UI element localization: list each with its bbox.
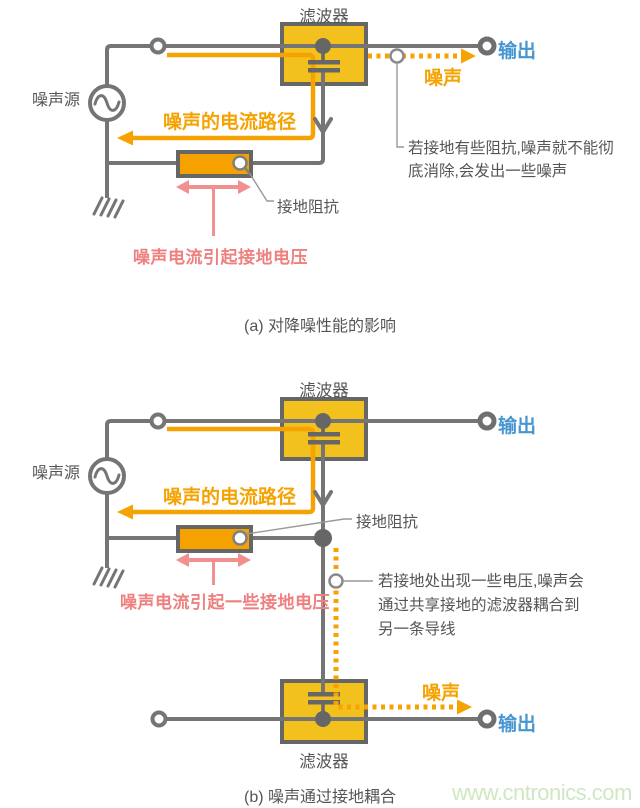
output-terminal-a bbox=[477, 36, 497, 56]
filter-label-b-top: 滤波器 bbox=[299, 382, 349, 400]
sine-wave-icon-b bbox=[93, 467, 121, 485]
capacitor-plate-b3 bbox=[308, 692, 340, 697]
filter-label-b-bottom: 滤波器 bbox=[299, 753, 349, 771]
noise-path-label-a: 噪声的电流路径 bbox=[163, 112, 297, 133]
junction-dot-a bbox=[315, 38, 331, 54]
note-b-line3: 另一条导线 bbox=[378, 621, 456, 638]
caption-b: (b) 噪声通过接地耦合 bbox=[243, 789, 396, 806]
note-a-line1: 若接地有些阻抗,噪声就不能彻 bbox=[408, 140, 614, 157]
ground-voltage-label-b: 噪声电流引起一些接地电压 bbox=[120, 593, 330, 612]
capacitor-plate-a1 bbox=[308, 60, 340, 65]
caption-a: (a) 对降噪性能的影响 bbox=[243, 318, 396, 335]
noise-path-arrowhead-a bbox=[117, 130, 133, 146]
note-a: 若接地有些阻抗,噪声就不能彻 底消除,会发出一些噪声 bbox=[408, 137, 614, 183]
noise-label-a: 噪声 bbox=[424, 68, 463, 89]
note-callout-line-a bbox=[396, 63, 404, 148]
probe-point-b bbox=[328, 573, 344, 589]
impedance-callout-line-a bbox=[249, 173, 274, 202]
junction-dot-b-top bbox=[315, 413, 331, 429]
output-label-b-bottom: 输出 bbox=[498, 714, 537, 735]
capacitor-plate-a2 bbox=[308, 68, 340, 73]
noise-path-arrowhead-b bbox=[117, 504, 133, 520]
ground-impedance-label-b: 接地阻抗 bbox=[356, 514, 419, 531]
noise-dotted-line-b bbox=[333, 548, 456, 710]
note-b: 若接地处出现一些电压,噪声会 通过共享接地的滤波器耦合到 另一条导线 bbox=[378, 570, 584, 642]
magnifier-icon-b bbox=[232, 530, 248, 546]
output-label-b-top: 输出 bbox=[498, 416, 537, 437]
ground-voltage-indicator-a bbox=[176, 180, 251, 236]
capacitor-plate-b4 bbox=[308, 700, 340, 705]
ground-return-wire-a bbox=[107, 72, 325, 165]
down-arrow-a bbox=[313, 117, 333, 136]
note-a-line2: 底消除,会发出一些噪声 bbox=[408, 163, 568, 180]
magnifier-handle-a bbox=[243, 166, 252, 176]
output-terminal-b-bottom bbox=[477, 709, 497, 729]
main-wire-a bbox=[105, 44, 487, 86]
noise-path-label-b: 噪声的电流路径 bbox=[163, 487, 297, 508]
diagram-a bbox=[88, 22, 497, 236]
noise-current-path-a bbox=[133, 52, 316, 141]
ground-symbol-b bbox=[92, 566, 125, 589]
noise-dotted-arrowhead-a bbox=[461, 48, 476, 64]
junction-dot-b-bottom bbox=[315, 711, 331, 727]
noise-source-label-b: 噪声源 bbox=[32, 465, 81, 482]
sine-wave-icon-a bbox=[93, 94, 121, 112]
input-terminal-b-bottom bbox=[150, 710, 168, 728]
impedance-callout-line-b bbox=[245, 518, 352, 535]
ground-voltage-indicator-b bbox=[176, 553, 251, 585]
noise-dotted-arrowhead-b bbox=[457, 699, 472, 715]
input-terminal-b-top bbox=[149, 412, 167, 430]
diagram-b bbox=[88, 397, 497, 744]
ground-impedance-label-a: 接地阻抗 bbox=[277, 199, 340, 216]
ground-symbol-a bbox=[92, 196, 125, 219]
note-b-line1: 若接地处出现一些电压,噪声会 bbox=[378, 573, 584, 590]
noise-current-path-b bbox=[133, 426, 316, 515]
capacitor-plate-b1 bbox=[308, 432, 340, 437]
magnifier-icon-a bbox=[232, 155, 248, 171]
noise-source-label-a: 噪声源 bbox=[32, 92, 81, 109]
note-b-line2: 通过共享接地的滤波器耦合到 bbox=[378, 597, 580, 614]
output-terminal-b-top bbox=[477, 411, 497, 431]
output-label-a: 输出 bbox=[498, 41, 537, 62]
main-wire-b bbox=[105, 419, 487, 459]
down-arrow-b bbox=[313, 490, 333, 509]
noise-label-b: 噪声 bbox=[422, 683, 461, 704]
filter-label-a: 滤波器 bbox=[299, 8, 349, 26]
watermark: www.cntronics.com bbox=[452, 780, 632, 805]
capacitor-plate-b2 bbox=[308, 440, 340, 445]
ground-junction-dot-b bbox=[314, 529, 332, 547]
input-terminal-a bbox=[149, 37, 167, 55]
probe-point-a bbox=[389, 48, 405, 64]
ground-voltage-label-a: 噪声电流引起接地电压 bbox=[133, 248, 308, 267]
